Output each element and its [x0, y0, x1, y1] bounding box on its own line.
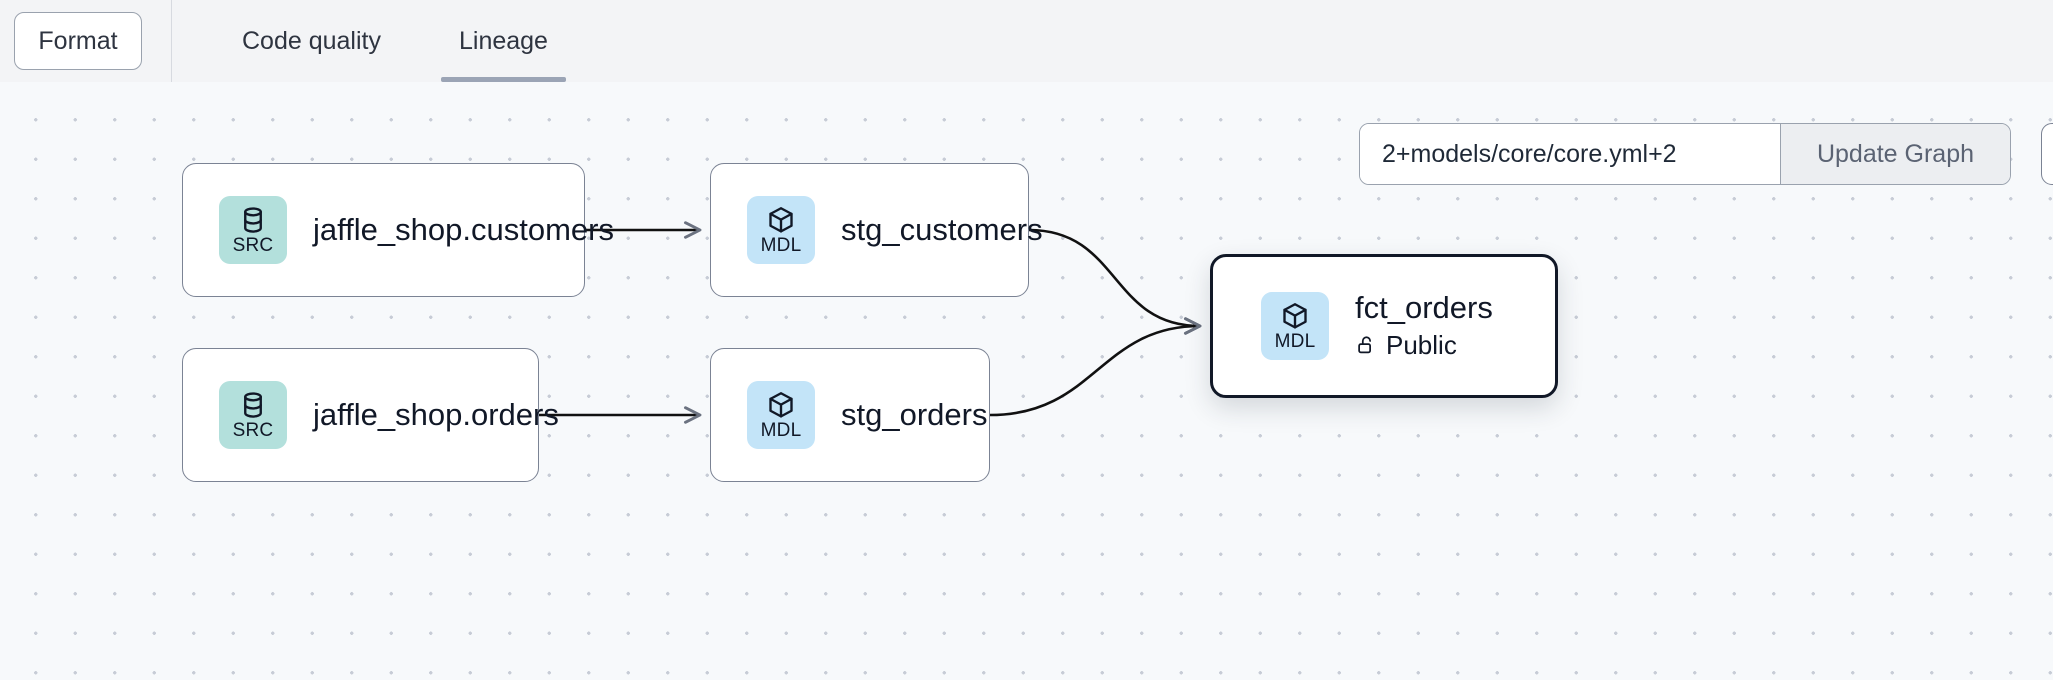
node-visibility-label: Public [1386, 329, 1457, 360]
node-body: fct_orders Public [1355, 291, 1493, 360]
unlock-icon [1358, 336, 1371, 354]
graph-selector-input[interactable] [1360, 124, 1780, 184]
model-badge: MDL [747, 381, 815, 449]
format-button[interactable]: Format [14, 12, 142, 70]
edge-stg-orders-to-fct-orders [989, 317, 1202, 417]
node-body: stg_customers [841, 211, 1043, 247]
node-title: jaffle_shop.orders [313, 396, 559, 432]
graph-side-control[interactable] [2041, 123, 2053, 185]
graph-selector-bar: Update Graph [1359, 123, 2011, 185]
lineage-node-jaffle-shop-orders[interactable]: SRC jaffle_shop.orders [182, 348, 559, 482]
lineage-node-fct-orders[interactable]: MDL fct_orders Public [1210, 254, 1558, 398]
database-icon [244, 392, 262, 418]
model-badge-label: MDL [760, 420, 802, 441]
lineage-canvas[interactable]: SRC jaffle_shop.customers MDL stg_custom… [0, 82, 2053, 680]
toolbar-left-group: Format [0, 0, 172, 82]
update-graph-button[interactable]: Update Graph [1780, 124, 2010, 184]
source-badge: SRC [219, 381, 287, 449]
lineage-node-stg-customers[interactable]: MDL stg_customers [710, 163, 1043, 297]
source-badge-label: SRC [232, 420, 274, 441]
node-title: fct_orders [1355, 290, 1493, 326]
model-badge: MDL [1261, 292, 1329, 360]
database-icon [244, 207, 262, 233]
node-title: stg_orders [841, 396, 988, 432]
source-badge-label: SRC [232, 235, 274, 256]
model-badge: MDL [747, 196, 815, 264]
top-toolbar: Format Code quality Lineage [0, 0, 2053, 82]
node-body: jaffle_shop.customers [313, 211, 614, 247]
node-title: stg_customers [841, 211, 1043, 247]
edge-stg-customers-to-fct-orders [1028, 228, 1202, 335]
node-title: jaffle_shop.customers [313, 211, 614, 247]
tab-code-quality[interactable]: Code quality [242, 26, 381, 55]
node-body: stg_orders [841, 396, 988, 432]
tab-lineage[interactable]: Lineage [440, 0, 566, 82]
model-badge-label: MDL [760, 235, 802, 256]
node-visibility: Public [1355, 330, 1493, 361]
source-badge: SRC [219, 196, 287, 264]
model-badge-label: MDL [1274, 331, 1316, 352]
tab-bar: Code quality Lineage [172, 0, 616, 82]
cube-icon [769, 207, 793, 233]
lineage-node-jaffle-shop-customers[interactable]: SRC jaffle_shop.customers [182, 163, 614, 297]
node-body: jaffle_shop.orders [313, 396, 559, 432]
lineage-edges [539, 221, 1202, 424]
cube-icon [769, 392, 793, 418]
lineage-node-stg-orders[interactable]: MDL stg_orders [710, 348, 990, 482]
cube-icon [1283, 303, 1307, 329]
